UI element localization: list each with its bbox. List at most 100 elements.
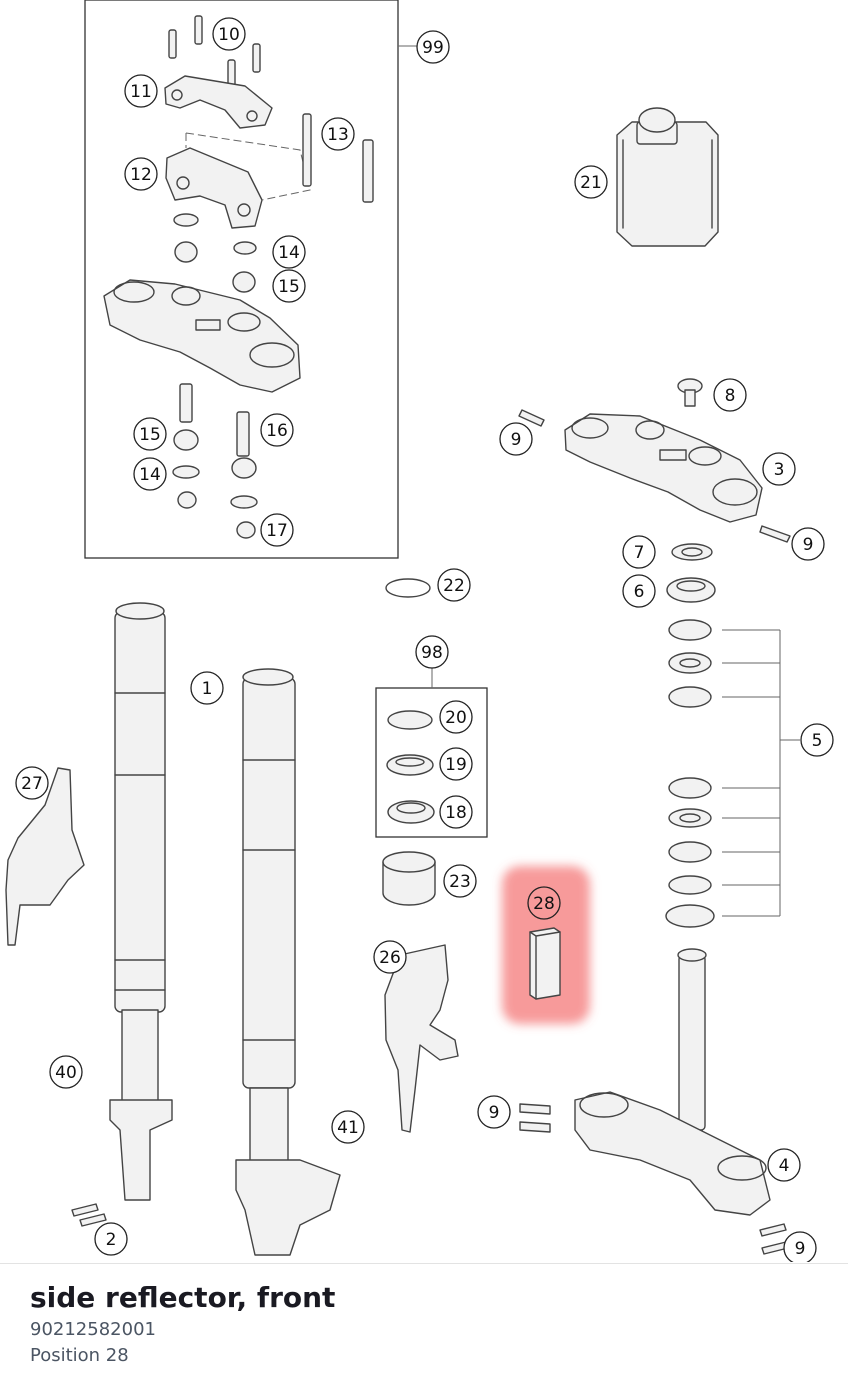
- callout-label: 11: [130, 82, 152, 102]
- part-4-lower-triple-clamp[interactable]: [574, 948, 771, 1216]
- callout-18[interactable]: 18: [439, 795, 473, 829]
- part-23-sleeve[interactable]: [382, 851, 436, 906]
- part-name: side reflector, front: [30, 1281, 336, 1314]
- callout-label: 26: [379, 948, 401, 968]
- callout-label: 20: [445, 708, 467, 728]
- callout-28[interactable]: 28: [527, 886, 561, 920]
- callout-label: 21: [580, 173, 602, 193]
- callout-label: 41: [337, 1118, 359, 1138]
- callout-6[interactable]: 6: [622, 574, 656, 608]
- callout-label: 9: [489, 1103, 500, 1123]
- part-6-cap[interactable]: [666, 577, 716, 603]
- callout-1[interactable]: 1: [190, 671, 224, 705]
- part-21-fork-oil-can[interactable]: [616, 107, 719, 247]
- callout-14[interactable]: 14: [133, 457, 167, 491]
- part-3-upper-triple-clamp[interactable]: [564, 413, 763, 523]
- callout-label: 15: [278, 277, 300, 297]
- part-5-bearing-set[interactable]: [665, 619, 715, 928]
- callout-label: 7: [634, 543, 645, 563]
- part-22-o-ring[interactable]: [385, 578, 431, 598]
- callout-label: 14: [278, 243, 300, 263]
- callout-17[interactable]: 17: [260, 513, 294, 547]
- callout-circle: [49, 1055, 83, 1089]
- callout-label: 3: [774, 460, 785, 480]
- callout-2[interactable]: 2: [94, 1222, 128, 1256]
- callout-circle: [415, 635, 449, 669]
- callout-27[interactable]: 27: [15, 766, 49, 800]
- callout-label: 40: [55, 1063, 77, 1083]
- part-26-fork-guard[interactable]: [384, 944, 459, 1133]
- callout-26[interactable]: 26: [373, 940, 407, 974]
- part-1-fork-leg-right[interactable]: [235, 668, 341, 1256]
- callout-8[interactable]: 8: [713, 378, 747, 412]
- part-27-fork-guard[interactable]: [5, 767, 85, 946]
- callout-circle: [800, 723, 834, 757]
- callout-41[interactable]: 41: [331, 1110, 365, 1144]
- parts-14-15-16-17-lower[interactable]: [172, 383, 258, 539]
- callout-circle: [272, 235, 306, 269]
- callout-circle: [321, 117, 355, 151]
- part-11-upper-clamp[interactable]: [164, 75, 273, 129]
- callout-40[interactable]: 40: [49, 1055, 83, 1089]
- part-7-nut[interactable]: [671, 543, 713, 561]
- callout-circle: [331, 1110, 365, 1144]
- callout-13[interactable]: 13: [321, 117, 355, 151]
- callout-label: 2: [106, 1230, 117, 1250]
- callout-9[interactable]: 9: [477, 1095, 511, 1129]
- parts-2-9-small-bolts[interactable]: [71, 1103, 789, 1255]
- callout-label: 22: [443, 576, 465, 596]
- callout-label: 18: [445, 803, 467, 823]
- callout-11[interactable]: 11: [124, 74, 158, 108]
- callout-label: 28: [533, 894, 555, 914]
- callout-21[interactable]: 21: [574, 165, 608, 199]
- callout-9[interactable]: 9: [783, 1231, 817, 1262]
- part-28-side-reflector[interactable]: [529, 927, 561, 1000]
- callout-16[interactable]: 16: [260, 413, 294, 447]
- callout-label: 6: [634, 582, 645, 602]
- part-upper-triple-clamp-in-box[interactable]: [103, 279, 301, 393]
- callout-circle: [767, 1148, 801, 1182]
- callout-label: 17: [266, 521, 288, 541]
- callout-12[interactable]: 12: [124, 157, 158, 191]
- callout-5[interactable]: 5: [800, 723, 834, 757]
- part-number: 90212582001: [30, 1319, 156, 1340]
- parts-14-15-bushings-upper[interactable]: [173, 213, 257, 293]
- callout-label: 5: [812, 731, 823, 751]
- callout-3[interactable]: 3: [762, 452, 796, 486]
- callout-22[interactable]: 22: [437, 568, 471, 602]
- callout-circle: [260, 513, 294, 547]
- callout-label: 15: [139, 425, 161, 445]
- callout-circle: [94, 1222, 128, 1256]
- callout-98[interactable]: 98: [415, 635, 449, 669]
- callout-4[interactable]: 4: [767, 1148, 801, 1182]
- callout-9[interactable]: 9: [499, 422, 533, 456]
- callout-7[interactable]: 7: [622, 535, 656, 569]
- part-1-fork-leg-left[interactable]: [109, 602, 173, 1201]
- part-8-screw[interactable]: [677, 378, 703, 407]
- callout-14[interactable]: 14: [272, 235, 306, 269]
- callout-99[interactable]: 99: [416, 30, 450, 64]
- callout-circle: [416, 30, 450, 64]
- parts-18-19-20-rings[interactable]: [386, 710, 435, 824]
- callout-circle: [272, 269, 306, 303]
- callout-circle: [133, 417, 167, 451]
- part-9-bolts-upper[interactable]: [518, 409, 791, 543]
- callout-9[interactable]: 9: [791, 527, 825, 561]
- group-frame-99: [84, 0, 399, 559]
- callout-label: 98: [421, 643, 443, 663]
- callout-circle: [260, 413, 294, 447]
- callout-label: 23: [449, 872, 471, 892]
- callout-20[interactable]: 20: [439, 700, 473, 734]
- callout-label: 27: [21, 774, 43, 794]
- callout-circle: [477, 1095, 511, 1129]
- callout-10[interactable]: 10: [212, 17, 246, 51]
- callout-15[interactable]: 15: [133, 417, 167, 451]
- callout-circle: [443, 864, 477, 898]
- callout-15[interactable]: 15: [272, 269, 306, 303]
- part-13-bolts[interactable]: [302, 113, 374, 203]
- callout-19[interactable]: 19: [439, 747, 473, 781]
- callout-circle: [527, 886, 561, 920]
- callout-circle: [133, 457, 167, 491]
- callout-label: 12: [130, 165, 152, 185]
- callout-23[interactable]: 23: [443, 864, 477, 898]
